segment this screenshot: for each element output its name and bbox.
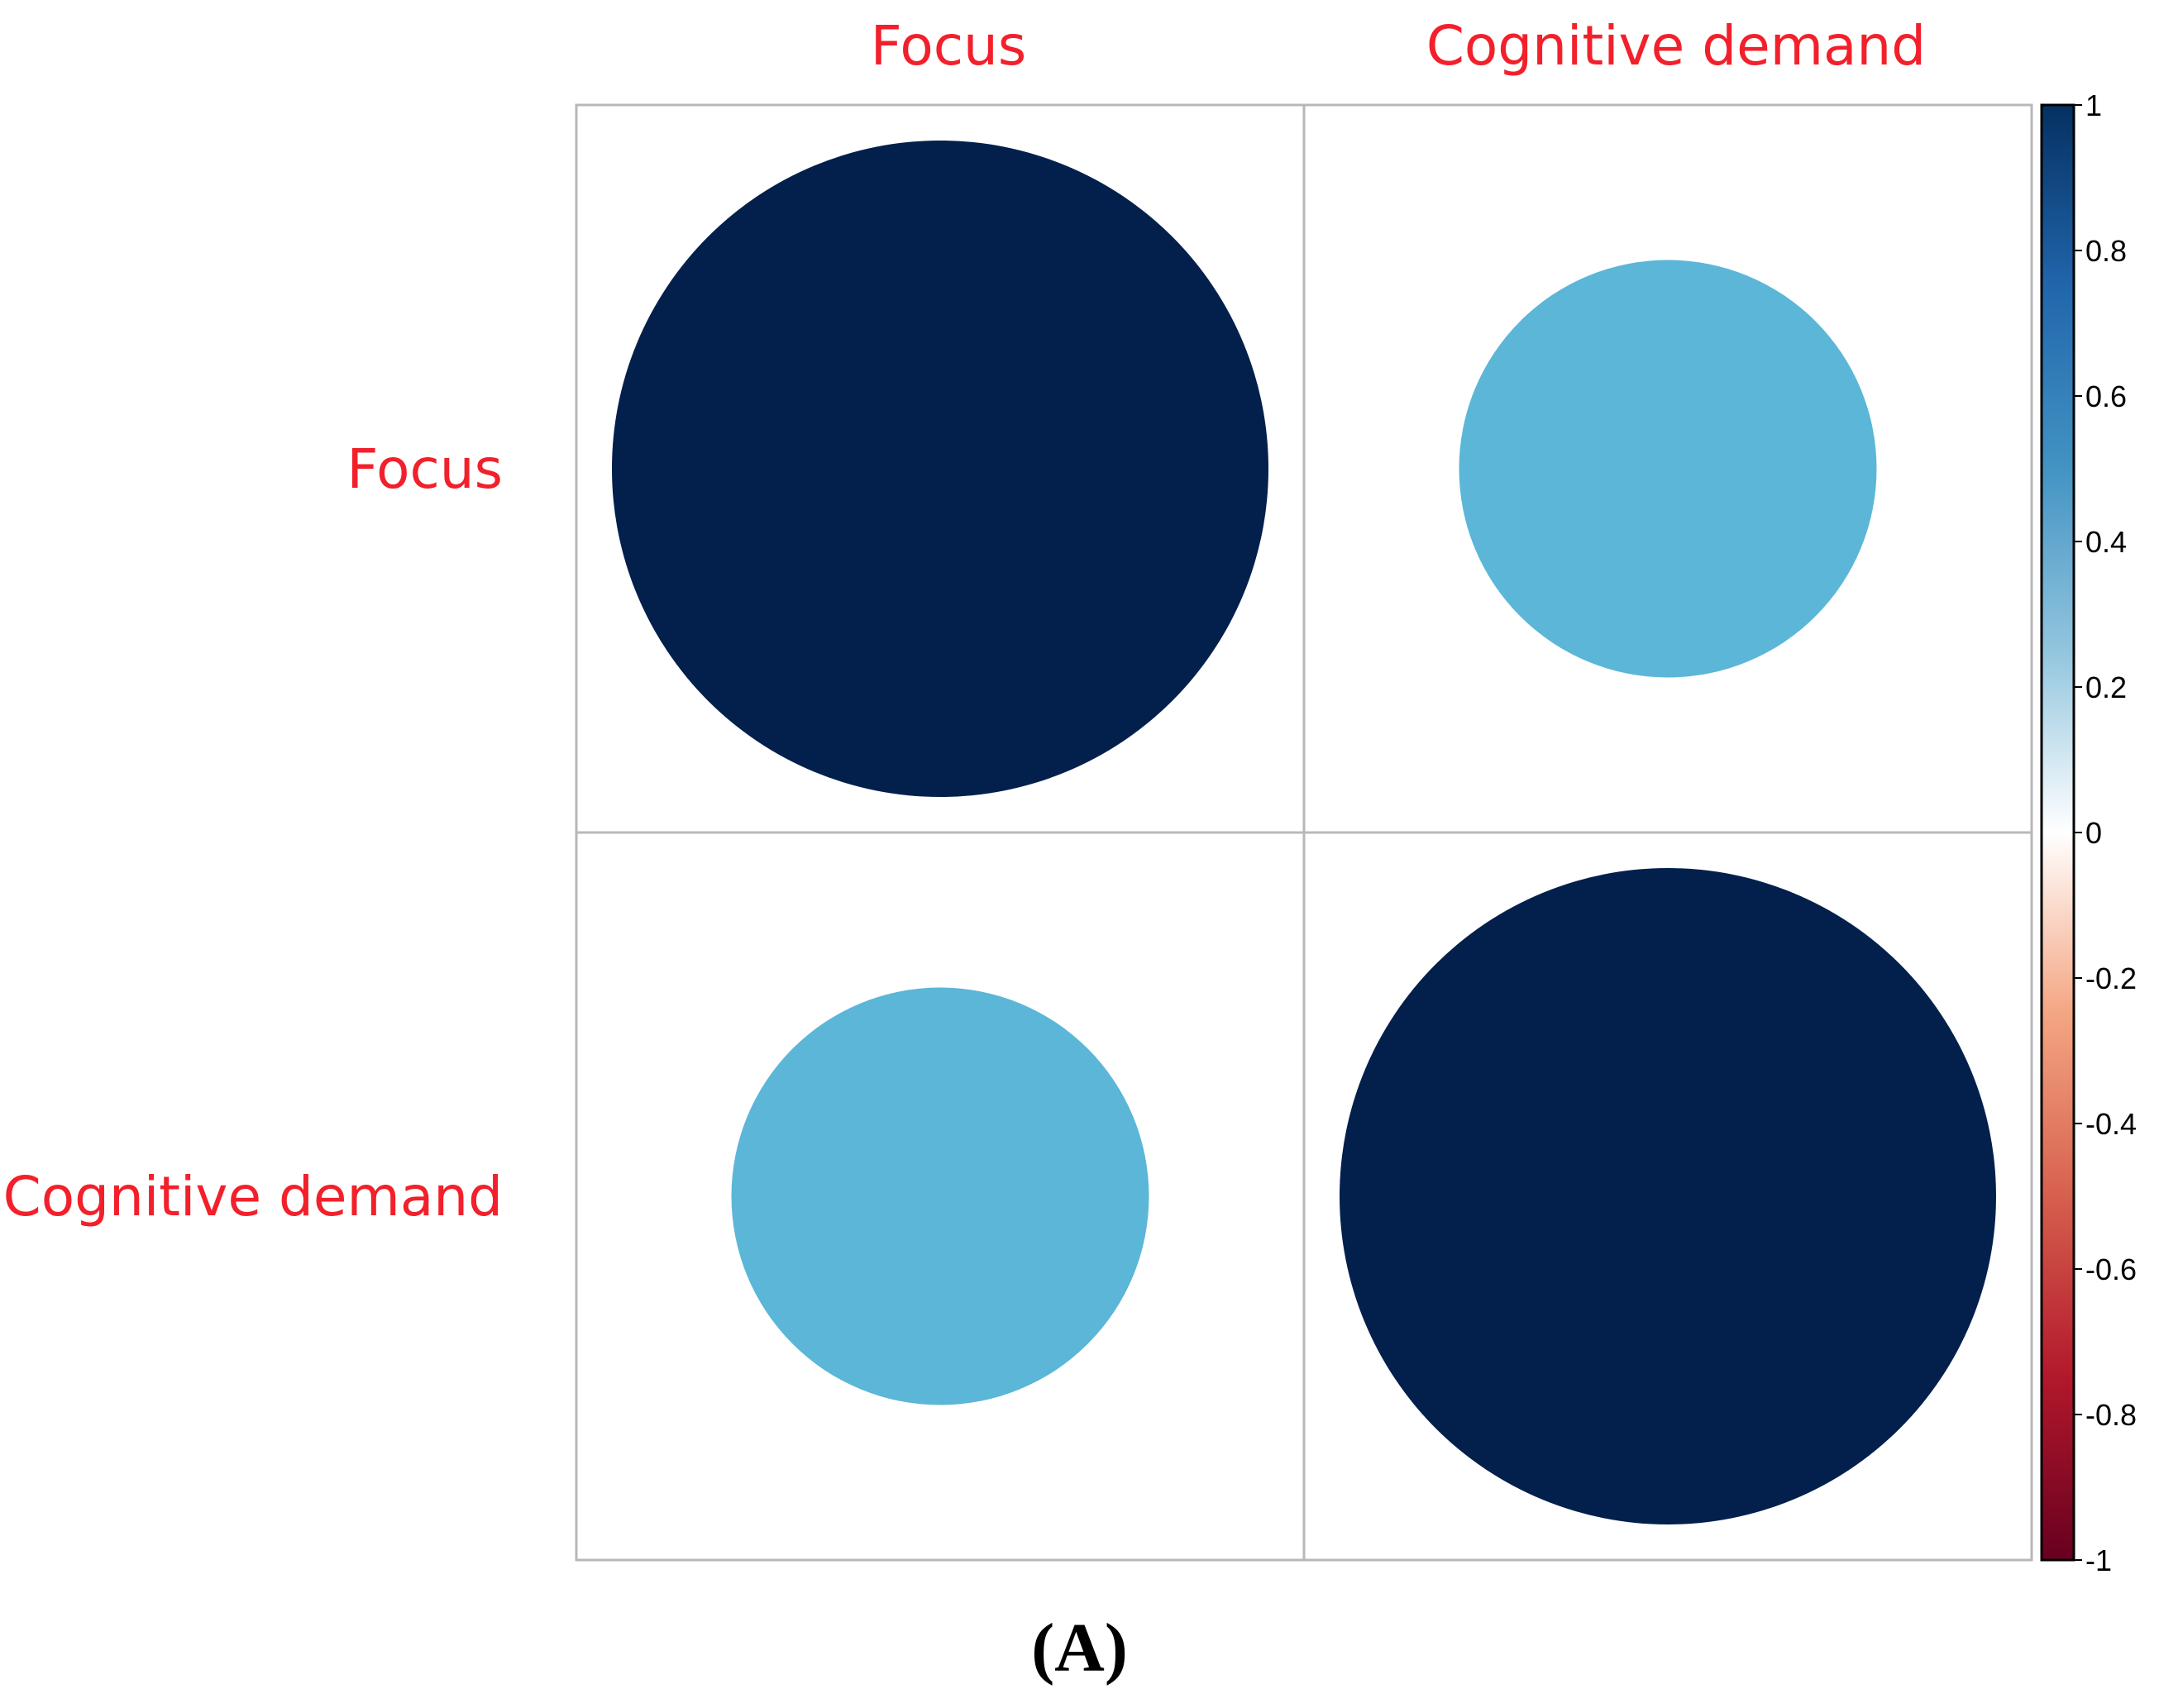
correlation-circle-0-0 [612, 141, 1268, 797]
colorbar-tick-label: -0.6 [2085, 1252, 2137, 1286]
colorbar-tick-label: 0 [2085, 816, 2102, 850]
correlation-circles [612, 141, 1996, 1524]
colorbar-legend: 1 0.8 0.6 0.4 0.2 0 -0.2 -0.4 -0.6 -0.8 -1 [2040, 88, 2137, 1577]
correlation-circle-1-1 [1340, 868, 1996, 1524]
colorbar-tick-label: -0.4 [2085, 1107, 2137, 1141]
panel-label: (A) [1031, 1610, 1128, 1687]
correlation-circle-0-1 [1459, 260, 1877, 678]
row-label: Cognitive demand [3, 1165, 503, 1229]
colorbar-tick-label: -1 [2085, 1543, 2112, 1577]
colorbar-tick-label: 0.4 [2085, 525, 2127, 559]
colorbar-tick-label: -0.8 [2085, 1398, 2137, 1432]
colorbar-tick-label: 0.6 [2085, 379, 2127, 413]
colorbar-tick-label: 0.2 [2085, 670, 2127, 704]
colorbar-tick-label: 0.8 [2085, 234, 2127, 268]
colorbar-tick-label: -0.2 [2085, 961, 2137, 995]
column-label: Cognitive demand [1426, 14, 1926, 78]
colorbar [2040, 103, 2075, 1562]
column-label: Focus [871, 14, 1027, 78]
correlation-circle-1-0 [731, 987, 1149, 1405]
row-label: Focus [347, 437, 504, 501]
colorbar-tick-label: 1 [2085, 88, 2102, 122]
